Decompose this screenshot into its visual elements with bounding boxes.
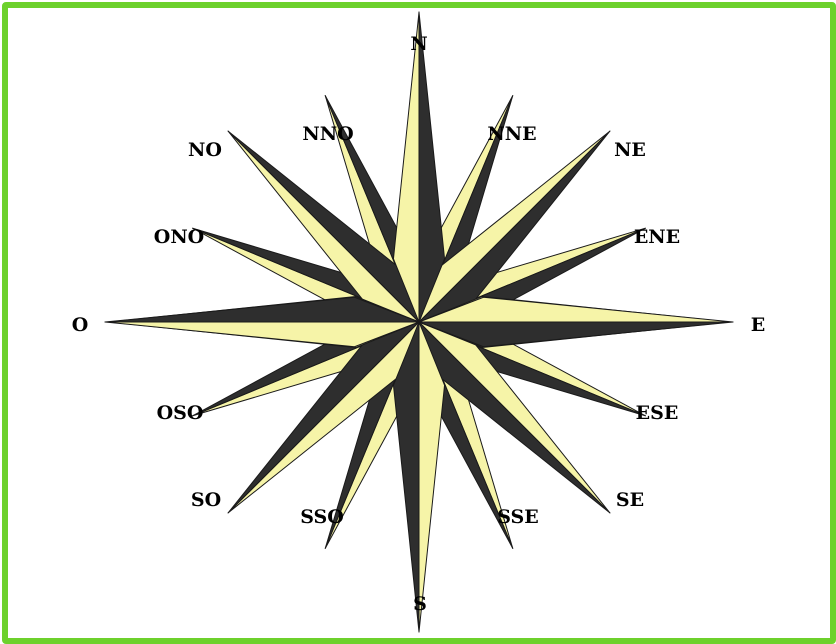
label-nno: NNO bbox=[302, 123, 353, 145]
label-so: SO bbox=[191, 489, 221, 511]
label-s: S bbox=[413, 593, 427, 615]
label-o: O bbox=[72, 314, 89, 336]
label-ono: ONO bbox=[154, 226, 204, 248]
label-se: SE bbox=[616, 489, 644, 511]
label-sse: SSE bbox=[497, 506, 539, 528]
label-n: N bbox=[410, 33, 427, 55]
label-no: NO bbox=[188, 139, 222, 161]
rose-points bbox=[105, 12, 733, 632]
label-ese: ESE bbox=[636, 402, 679, 424]
label-nne: NNE bbox=[487, 123, 536, 145]
label-ene: ENE bbox=[634, 226, 680, 248]
label-oso: OSO bbox=[157, 402, 204, 424]
label-sso: SSO bbox=[300, 506, 344, 528]
label-e: E bbox=[751, 314, 765, 336]
label-ne: NE bbox=[614, 139, 646, 161]
